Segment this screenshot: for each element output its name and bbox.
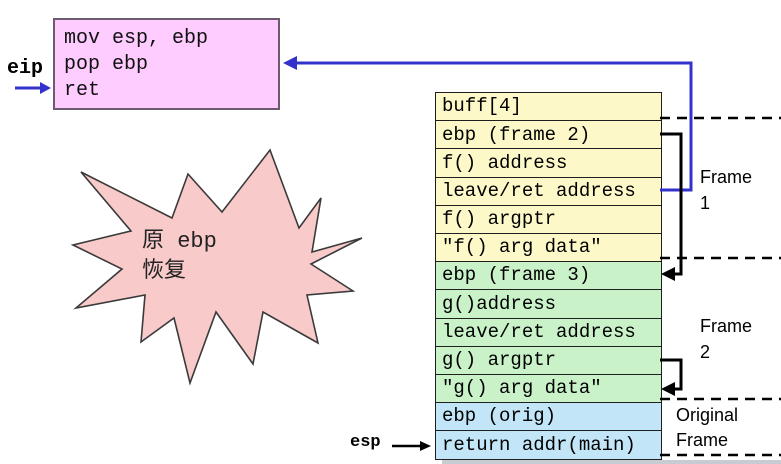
stack-row-buff4: buff[4] — [435, 92, 662, 122]
stack-row-ebp-frame2: ebp (frame 2) — [435, 120, 662, 150]
frame-1-label: Frame 1 — [700, 167, 753, 213]
eip-register-label: eip — [7, 57, 44, 80]
stack-row-g-address: g()address — [435, 289, 662, 319]
asm-line-ret: ret — [64, 79, 101, 102]
asm-code-box: mov esp, ebp pop ebp ret — [53, 18, 280, 110]
stack-row-g-argptr: g() argptr — [435, 345, 662, 376]
esp-arrow — [392, 441, 431, 451]
stack-row-f-address: f() address — [435, 148, 662, 179]
stack-table-shadow — [442, 460, 781, 464]
asm-line-pop: pop ebp — [64, 53, 149, 76]
asm-line-mov: mov esp, ebp — [64, 27, 209, 50]
stack-row-return-addr-main: return addr(main) — [435, 430, 662, 460]
burst-annotation-text: 原 ebp 恢复 — [142, 229, 217, 284]
stack-row-ebp-orig: ebp (orig) — [435, 402, 662, 432]
stack-row-leave-ret-2: leave/ret address — [435, 317, 662, 348]
stack-row-f-arg-data: "f() arg data" — [435, 232, 662, 263]
starburst-shape — [70, 148, 363, 386]
ebp-frame2-to-frame3-arrow — [660, 132, 683, 281]
g-argptr-to-arg-data-arrow — [660, 358, 683, 396]
stack-row-ebp-frame3: ebp (frame 3) — [435, 261, 662, 291]
stack-row-leave-ret-1: leave/ret address — [435, 176, 662, 207]
original-frame-label: Original Frame — [676, 405, 739, 450]
eip-arrow — [15, 82, 51, 94]
stack-row-f-argptr: f() argptr — [435, 204, 662, 235]
frame-2-label: Frame 2 — [700, 316, 753, 362]
stack-table: buff[4] ebp (frame 2) f() address leave/… — [435, 92, 662, 460]
esp-register-label: esp — [350, 433, 381, 452]
stack-row-g-arg-data: "g() arg data" — [435, 373, 662, 404]
